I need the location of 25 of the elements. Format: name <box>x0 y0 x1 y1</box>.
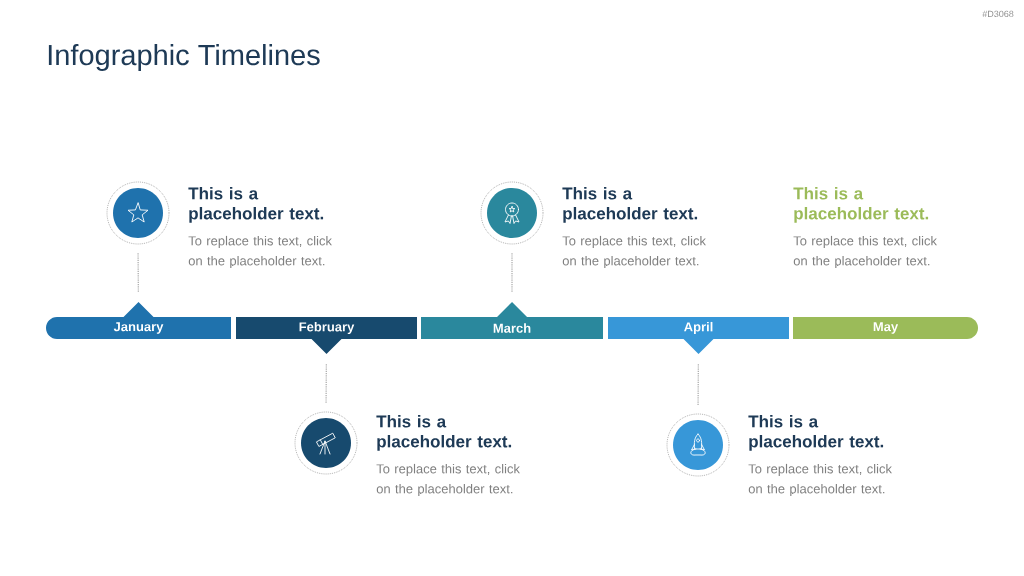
heading: This is a placeholder text. <box>562 187 698 223</box>
code-label: #D3068 <box>982 10 1014 18</box>
description-text: To replace this text, click on the placeholder text. <box>748 463 892 496</box>
heading: This is a placeholder text. <box>376 415 512 451</box>
timeline-segment: May <box>793 317 978 339</box>
description-text: To replace this text, click on the placeholder text. <box>376 463 520 496</box>
timeline-segment: March <box>421 302 603 339</box>
heading: This is a placeholder text. <box>748 415 884 451</box>
timeline-segment: February <box>236 317 417 354</box>
dotted-connector <box>325 363 327 405</box>
dotted-connector <box>697 363 699 407</box>
heading: This is a placeholder text. <box>793 187 929 223</box>
heading: This is a placeholder text. <box>188 187 324 223</box>
dotted-connector <box>511 251 513 293</box>
icon-circle <box>106 181 170 245</box>
description-text: To replace this text, click on the placeholder text. <box>562 235 706 268</box>
dotted-connector <box>137 251 139 293</box>
title: Infographic Timelines <box>48 44 320 71</box>
icon-circle <box>294 411 358 475</box>
description-text: To replace this text, click on the placeholder text. <box>793 235 937 268</box>
icon-circle <box>666 413 730 477</box>
timeline-segment: April <box>608 317 789 354</box>
timeline-segment: January <box>46 302 231 339</box>
icon-circle <box>480 181 544 245</box>
description-text: To replace this text, click on the placeholder text. <box>188 235 332 268</box>
